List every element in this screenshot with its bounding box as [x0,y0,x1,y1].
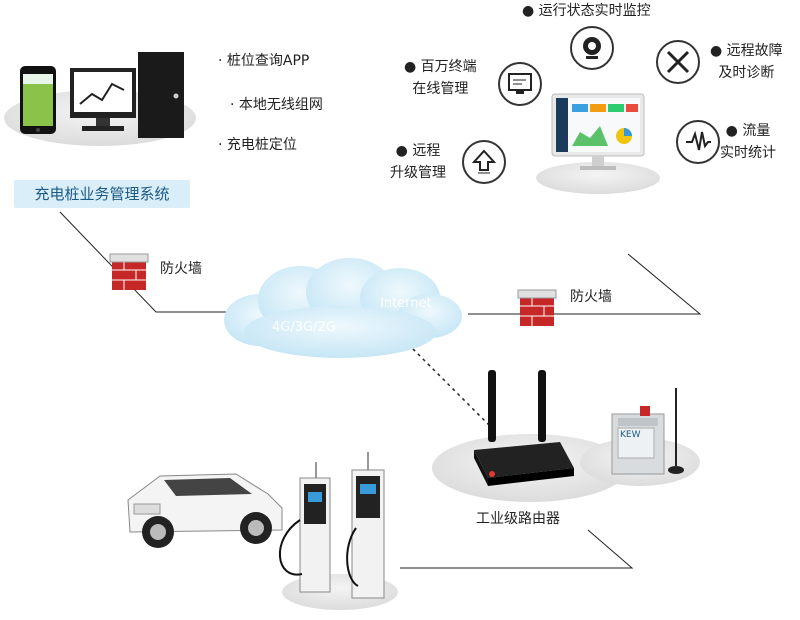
charging-pile-2-icon [347,452,384,598]
system-title: 充电桩业务管理系统 [14,180,190,208]
feature-wireless-network: · 本地无线组网 [230,94,323,114]
router-charger-line [400,530,632,568]
router-icon [474,370,574,486]
waveform-icon [676,120,720,164]
router-label: 工业级路由器 [476,508,560,528]
firewall-left-label: 防火墙 [160,258,202,278]
tools-icon [656,40,700,84]
cloud-internet-label: Internet [380,296,432,311]
module-brand-label: KEW [620,430,641,440]
firewall-right-icon [518,290,556,326]
firewall-right-label: 防火墙 [570,286,612,306]
terminal-monitor-icon [498,62,542,106]
webcam-icon [570,26,614,70]
firewall-left-icon [110,254,148,290]
run-status-label: ● 运行状态实时监控 [522,0,651,20]
electric-car-icon [128,474,282,548]
cloud-mobile-label: 4G/3G/2G [272,320,336,335]
terminal-management-label: ● 百万终端在线管理 [404,56,477,100]
feature-pile-location: · 充电桩定位 [218,134,297,154]
traffic-stats-label: ● 流量实时统计 [720,120,776,164]
smartphone-icon [20,66,56,134]
feature-app-query: · 桩位查询APP [218,50,309,70]
wireless-link [408,344,492,428]
charging-pile-1-icon [280,462,330,592]
pc-tower-icon [138,52,184,138]
dashboard-monitor-icon [552,94,644,170]
remote-upgrade-label: ● 远程升级管理 [390,140,446,184]
left-link-line [60,212,240,312]
upload-arrow-icon [462,140,506,184]
fault-diagnosis-label: ● 远程故障及时诊断 [710,40,783,84]
